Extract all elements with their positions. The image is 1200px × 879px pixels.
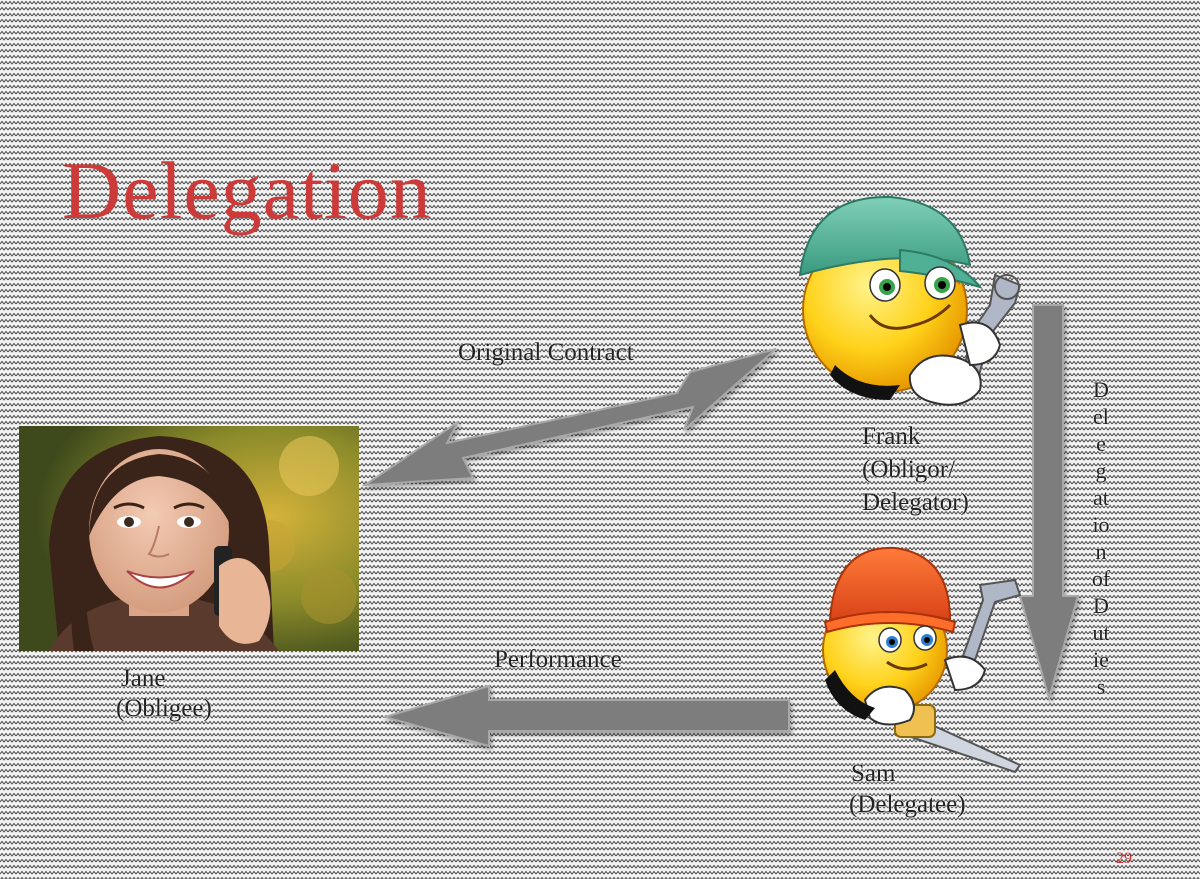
frank-role-line2: Delegator) <box>862 489 969 516</box>
slide-title: Delegation <box>62 145 432 236</box>
page-number: 29 <box>1116 850 1132 867</box>
delegation-label-part: g <box>1095 458 1107 483</box>
sam-name: Sam <box>851 760 896 787</box>
delegation-label-part: e <box>1096 431 1106 456</box>
original-contract-arrow <box>361 348 777 487</box>
performance-label: Performance <box>494 646 622 673</box>
delegation-label-part: ie <box>1093 647 1109 672</box>
delegation-label-part: D <box>1093 593 1109 618</box>
delegation-label-part: D <box>1093 377 1109 402</box>
frank-smiley-icon <box>798 195 1022 406</box>
sam-role: (Delegatee) <box>849 791 966 818</box>
delegation-label-part: io <box>1092 512 1110 537</box>
delegation-label-part: n <box>1095 539 1107 564</box>
performance-arrow <box>381 684 790 748</box>
jane-name: Jane <box>121 665 166 692</box>
delegation-label-part: of <box>1091 566 1111 591</box>
delegation-label-part: ut <box>1092 620 1110 645</box>
delegation-label-part: at <box>1093 485 1109 510</box>
jane-photo <box>19 426 359 651</box>
delegation-label-part: s <box>1096 674 1106 699</box>
delegation-label-part: el <box>1093 404 1109 429</box>
jane-role: (Obligee) <box>116 695 212 722</box>
original-contract-label: Original Contract <box>458 339 634 366</box>
frank-role-line1: (Obligor/ <box>862 456 956 483</box>
frank-name: Frank <box>862 423 921 450</box>
delegation-arrow <box>1018 304 1080 702</box>
sam-smiley-icon <box>822 546 1022 774</box>
